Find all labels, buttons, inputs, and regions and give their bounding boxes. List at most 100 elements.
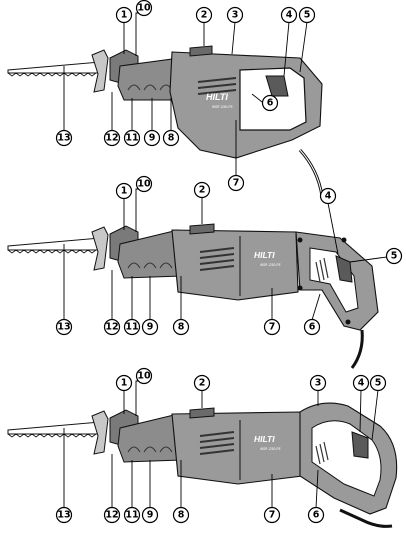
saw-blade xyxy=(7,421,101,435)
callout-6-fig2: 6 xyxy=(303,318,321,336)
callout-8-fig1: 8 xyxy=(162,129,180,147)
svg-text:7: 7 xyxy=(269,510,276,521)
callout-4-fig3: 4 xyxy=(352,374,370,392)
front-grip xyxy=(117,413,183,463)
foot-plate xyxy=(91,226,109,271)
callout-3-fig1: 3 xyxy=(226,6,244,24)
callout-13-fig1: 13 xyxy=(55,129,73,147)
callout-13-fig2: 13 xyxy=(55,318,73,336)
blade-teeth xyxy=(7,72,97,77)
svg-text:10: 10 xyxy=(137,3,151,14)
brand-logo: HILTI xyxy=(206,92,228,102)
svg-text:9: 9 xyxy=(147,510,154,521)
svg-text:8: 8 xyxy=(168,133,175,144)
svg-text:1: 1 xyxy=(121,378,128,389)
svg-text:7: 7 xyxy=(233,178,240,189)
svg-text:1: 1 xyxy=(121,10,128,21)
blade-teeth xyxy=(7,249,97,254)
svg-text:4: 4 xyxy=(325,191,332,202)
figure-1: HILTI WSR 1250-PE 1 10 2 3 4 5 6 7 8 9 1… xyxy=(7,0,324,197)
svg-text:5: 5 xyxy=(304,10,311,21)
svg-text:4: 4 xyxy=(358,378,365,389)
model-label: WSR 1250-PE xyxy=(260,263,281,267)
tool-body xyxy=(171,229,299,301)
power-cable xyxy=(298,148,324,197)
callout-11-fig3: 11 xyxy=(123,506,141,524)
top-button xyxy=(189,45,213,57)
svg-text:6: 6 xyxy=(309,322,316,333)
svg-text:3: 3 xyxy=(232,10,239,21)
callout-7-fig2: 7 xyxy=(263,318,281,336)
svg-text:12: 12 xyxy=(105,322,118,333)
callout-12-fig3: 12 xyxy=(103,506,121,524)
svg-text:4: 4 xyxy=(286,10,293,21)
callout-9-fig2: 9 xyxy=(141,318,159,336)
svg-text:11: 11 xyxy=(125,133,138,144)
svg-text:2: 2 xyxy=(199,378,206,389)
callout-10-fig1: 10 xyxy=(135,0,153,17)
callout-2-fig3: 2 xyxy=(193,374,211,392)
saw-blade xyxy=(7,61,101,74)
callout-6-fig3: 6 xyxy=(307,506,325,524)
svg-text:13: 13 xyxy=(57,133,70,144)
blade-teeth xyxy=(7,433,97,438)
svg-text:10: 10 xyxy=(137,371,151,382)
svg-text:8: 8 xyxy=(178,510,185,521)
callout-4-fig2: 4 xyxy=(319,187,337,205)
figure-3: HILTI WSR 1250-PE 1 10 2 3 4 5 6 7 8 9 1… xyxy=(7,367,398,528)
callout-4-fig1: 4 xyxy=(280,6,298,24)
svg-text:8: 8 xyxy=(178,322,185,333)
callout-5-fig3: 5 xyxy=(369,374,387,392)
callout-11-fig2: 11 xyxy=(123,318,141,336)
svg-text:7: 7 xyxy=(269,322,276,333)
tool-body xyxy=(171,411,303,485)
foot-plate xyxy=(91,49,109,93)
model-label: WSR 1250-PE xyxy=(212,105,233,109)
callout-2-fig2: 2 xyxy=(193,181,211,199)
svg-text:3: 3 xyxy=(315,378,322,389)
svg-text:5: 5 xyxy=(391,251,398,262)
power-cable xyxy=(339,508,393,528)
svg-text:2: 2 xyxy=(199,185,206,196)
svg-text:5: 5 xyxy=(375,378,382,389)
callout-5-fig1: 5 xyxy=(298,6,316,24)
callout-10-fig3: 10 xyxy=(135,367,153,385)
callout-11-fig1: 11 xyxy=(123,129,141,147)
callout-7-fig3: 7 xyxy=(263,506,281,524)
trigger xyxy=(351,431,369,459)
figure-2: HILTI WSR 1250-PE 1 10 2 4 5 6 7 8 9 11 … xyxy=(7,175,403,369)
brand-logo: HILTI xyxy=(254,434,275,444)
svg-text:12: 12 xyxy=(105,133,118,144)
svg-text:13: 13 xyxy=(57,322,70,333)
callout-3-fig3: 3 xyxy=(309,374,327,392)
callout-12-fig2: 12 xyxy=(103,318,121,336)
callout-13-fig3: 13 xyxy=(55,506,73,524)
callout-9-fig1: 9 xyxy=(143,129,161,147)
svg-text:9: 9 xyxy=(147,322,154,333)
power-cable xyxy=(350,329,364,369)
foot-plate xyxy=(91,410,109,455)
svg-text:11: 11 xyxy=(125,322,138,333)
callout-1-fig2: 1 xyxy=(115,182,133,200)
svg-text:10: 10 xyxy=(137,179,151,190)
front-grip xyxy=(117,57,183,101)
callout-10-fig2: 10 xyxy=(135,175,153,193)
top-button xyxy=(189,407,215,419)
callout-12-fig1: 12 xyxy=(103,129,121,147)
brand-logo: HILTI xyxy=(254,250,275,260)
top-button xyxy=(189,223,215,235)
callout-5-fig2: 5 xyxy=(385,247,403,265)
callout-2-fig1: 2 xyxy=(195,6,213,24)
svg-text:6: 6 xyxy=(267,98,274,109)
svg-text:13: 13 xyxy=(57,510,70,521)
front-grip xyxy=(117,229,183,279)
trigger xyxy=(265,75,289,97)
callout-7-fig1: 7 xyxy=(227,174,245,192)
svg-text:2: 2 xyxy=(201,10,208,21)
svg-text:12: 12 xyxy=(105,510,118,521)
callout-9-fig3: 9 xyxy=(141,506,159,524)
svg-text:11: 11 xyxy=(125,510,138,521)
callout-8-fig2: 8 xyxy=(172,318,190,336)
